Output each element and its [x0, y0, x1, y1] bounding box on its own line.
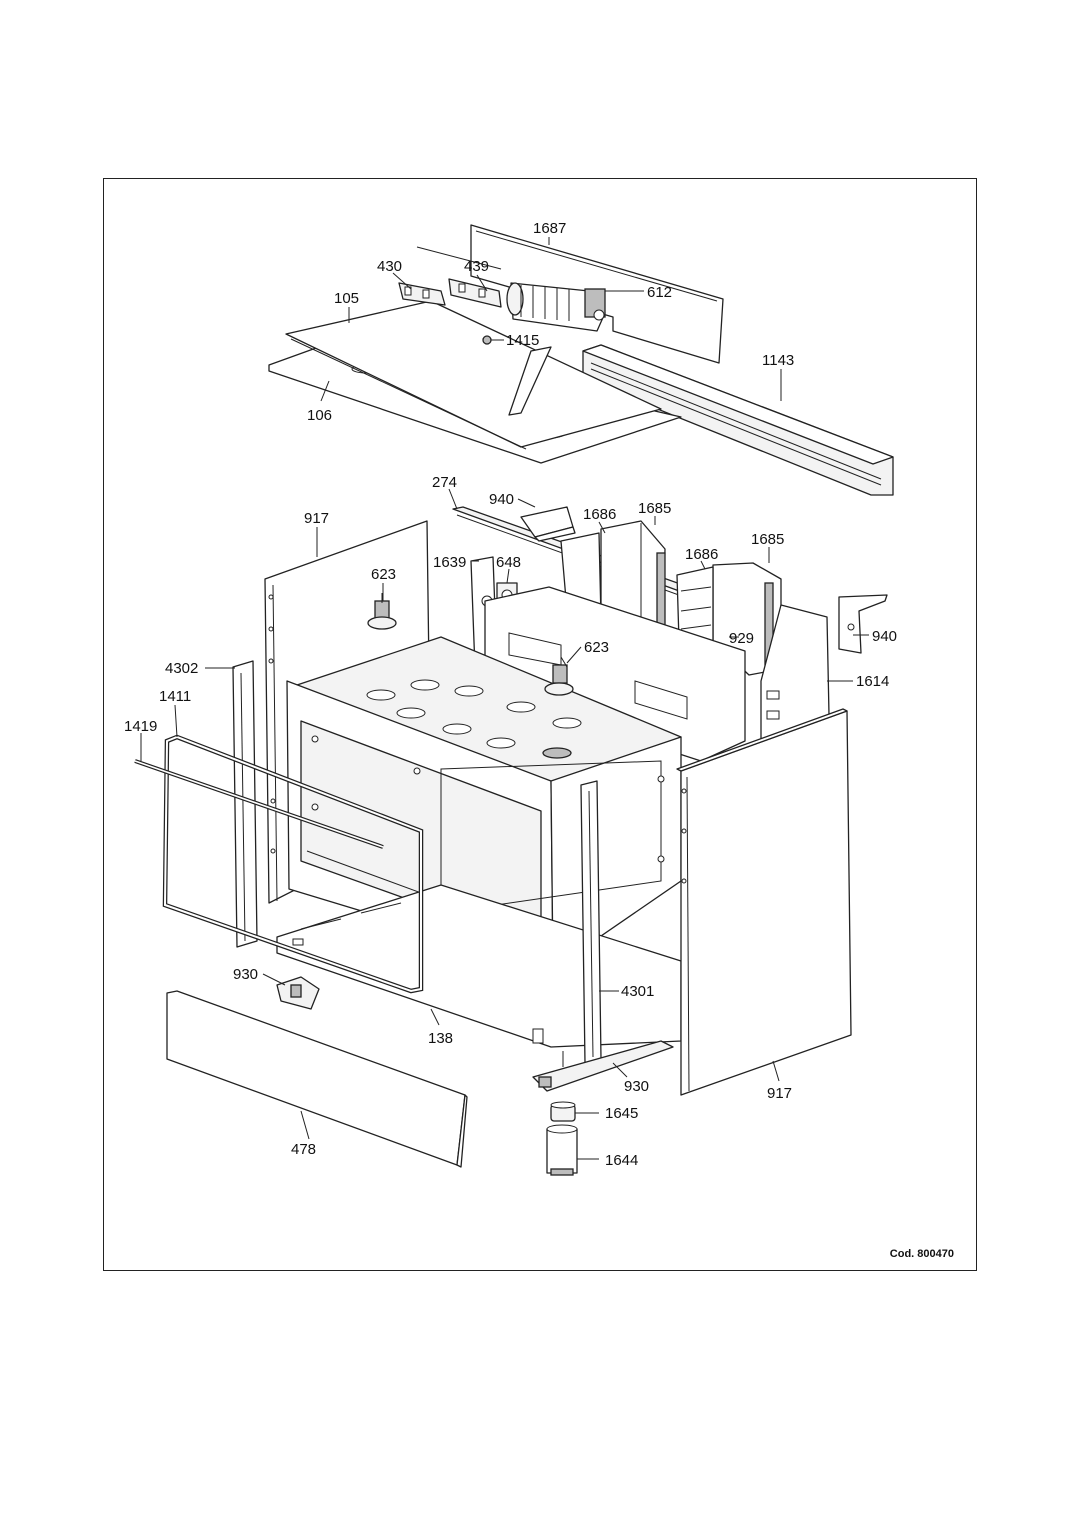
callout-929: 929	[729, 630, 754, 647]
drawing-code: Cod. 800470	[889, 1248, 954, 1260]
part-4302-strip	[232, 660, 258, 948]
callout-1143: 1143	[762, 352, 794, 369]
part-478-plinth	[166, 990, 468, 1168]
callout-917-left: 917	[304, 510, 329, 527]
callout-4301: 4301	[621, 983, 654, 1000]
part-1644-foot	[546, 1124, 578, 1176]
part-930-bracket-right	[532, 1040, 674, 1092]
callout-4302: 4302	[165, 660, 198, 677]
part-623-thermostat-right	[544, 656, 574, 696]
callout-1685-right: 1685	[751, 531, 784, 548]
part-439-bracket	[448, 278, 502, 308]
part-612-tangential-fan	[506, 282, 606, 332]
callout-940-side: 940	[872, 628, 897, 645]
drawing-frame: 1687 430 439 612 105 1415 1143 106 274 9…	[103, 178, 977, 1271]
callout-1419: 1419	[124, 718, 157, 735]
callout-623-right: 623	[584, 639, 609, 656]
callout-1687: 1687	[533, 220, 566, 237]
callout-1645: 1645	[605, 1105, 638, 1122]
part-rear-back-wall	[484, 586, 746, 762]
part-1645-foot-cap	[550, 1101, 576, 1122]
callout-1685-left: 1685	[638, 500, 671, 517]
part-917-right-side	[676, 708, 852, 1096]
callout-1644: 1644	[605, 1152, 638, 1169]
part-4301-strip	[580, 780, 602, 1064]
part-1415-grommet	[482, 335, 492, 345]
callout-430: 430	[377, 258, 402, 275]
callout-1686-right: 1686	[685, 546, 718, 563]
leader-lines	[140, 237, 869, 1160]
part-top-wire	[416, 246, 502, 270]
callout-1686-left: 1686	[583, 506, 616, 523]
callout-1415: 1415	[506, 332, 539, 349]
callout-930-right: 930	[624, 1078, 649, 1095]
part-940-bracket-top	[520, 506, 576, 542]
part-940-bracket-side	[838, 594, 888, 654]
part-1143-front-rail	[582, 344, 894, 496]
callout-1639: 1639	[433, 554, 466, 571]
callout-478: 478	[291, 1141, 316, 1158]
exploded-view-drawing: 1687 430 439 612 105 1415 1143 106 274 9…	[124, 220, 897, 1176]
callout-1411: 1411	[159, 688, 191, 705]
callout-1614: 1614	[856, 673, 889, 690]
part-bracket-strip	[508, 346, 552, 416]
callout-274: 274	[432, 474, 457, 491]
callout-105: 105	[334, 290, 359, 307]
callout-940-top: 940	[489, 491, 514, 508]
part-1419-rod	[134, 759, 384, 849]
callout-439: 439	[464, 258, 489, 275]
callout-612: 612	[647, 284, 672, 301]
callout-648: 648	[496, 554, 521, 571]
part-623-thermostat-left	[367, 593, 397, 630]
callout-138: 138	[428, 1030, 453, 1047]
callout-917-right: 917	[767, 1085, 792, 1102]
part-430-bracket	[398, 282, 446, 306]
callout-623-left: 623	[371, 566, 396, 583]
callout-106: 106	[307, 407, 332, 424]
callout-930-left: 930	[233, 966, 258, 983]
part-930-bracket-left	[276, 976, 320, 1010]
part-1614-back-panel	[760, 604, 830, 744]
part-105-upper-top-panel	[285, 300, 662, 450]
